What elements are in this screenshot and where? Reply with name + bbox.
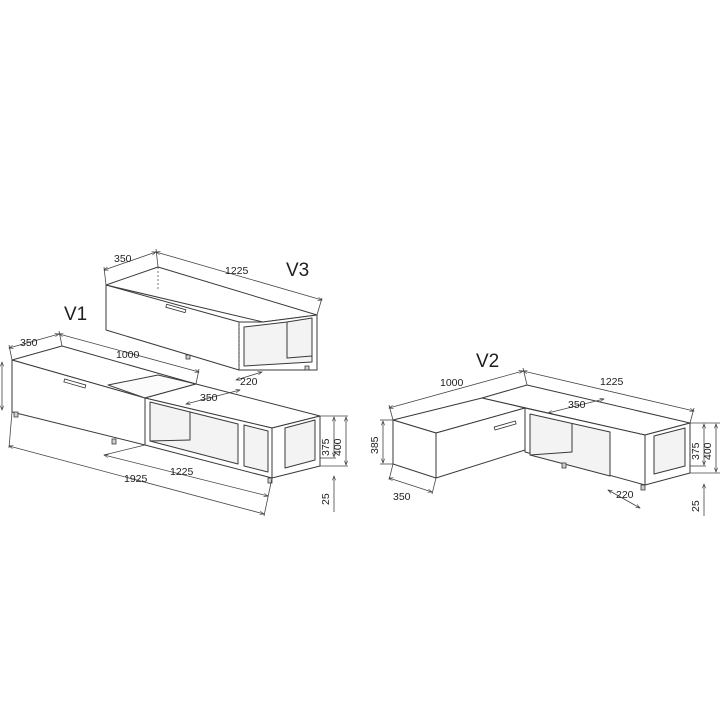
variant-v2-drawing: 1000 1225 350 385 350 220 375 400 25 V2 <box>369 351 720 516</box>
v2-leg-height-label: 25 <box>690 500 702 512</box>
v1-top-length-dimension <box>59 334 199 372</box>
v2-height-body-label: 375 <box>690 442 702 460</box>
v2-side-opening <box>653 427 686 475</box>
v1-inner-depth-dimension <box>186 390 240 404</box>
v1-side-opening <box>284 419 316 469</box>
v1-total-length-label: 1925 <box>124 473 148 485</box>
v1-door-handle <box>63 378 87 389</box>
v2-top-length-label: 1000 <box>440 377 464 389</box>
v3-leg <box>185 354 191 360</box>
v3-shelf-opening <box>243 317 313 367</box>
v1-leg <box>13 411 19 418</box>
v2-right-length-label: 1225 <box>600 376 624 388</box>
v2-leg <box>561 462 567 469</box>
v3-length-dimension <box>156 252 322 300</box>
v2-height-total-label: 400 <box>702 442 714 460</box>
v2-inner-depth-label: 350 <box>568 399 586 411</box>
v1-shelf-opening-right <box>243 424 269 473</box>
v1-leg <box>111 438 117 445</box>
v1-inner-depth-label: 350 <box>200 392 218 404</box>
variant-v3-drawing: 350 1225 220 V3 <box>104 248 322 388</box>
v2-door-handle <box>493 420 517 431</box>
v2-front-depth-dimension <box>389 478 432 492</box>
v1-lower-length-label: 1225 <box>170 466 194 478</box>
v3-shelf-depth-label: 220 <box>240 376 258 388</box>
v2-top-length-dimension <box>389 371 523 408</box>
v2-leg <box>640 484 646 491</box>
v2-shelf-opening <box>529 413 611 477</box>
v2-variant-label: V2 <box>476 351 499 372</box>
v1-top-length-label: 1000 <box>116 349 140 361</box>
v2-shelf-depth-dimension <box>608 490 640 508</box>
v2-shelf-depth-label: 220 <box>616 489 634 501</box>
v1-variant-label: V1 <box>64 304 87 325</box>
v3-shelf-depth-dimension <box>236 372 262 380</box>
v3-leg <box>304 365 310 371</box>
v1-leg-height-label: 25 <box>320 493 332 505</box>
v1-height-body-label: 375 <box>320 438 332 456</box>
v1-depth-label: 350 <box>20 337 38 349</box>
v3-door-handle <box>165 303 187 314</box>
v2-right-length-dimension <box>523 371 694 411</box>
v1-depth-dimension <box>9 334 59 348</box>
v3-length-label: 1225 <box>225 265 249 277</box>
v2-inner-depth-dimension <box>548 399 604 413</box>
v2-front-height-label: 385 <box>369 436 381 454</box>
v2-front-depth-label: 350 <box>393 491 411 503</box>
variant-v1-drawing: 350 1000 350 375 400 25 1225 1925 V1 <box>2 304 348 517</box>
v3-depth-dimension <box>104 252 156 270</box>
v1-height-total-label: 400 <box>332 438 344 456</box>
v1-total-length-dimension <box>9 446 264 514</box>
v3-depth-label: 350 <box>114 253 132 265</box>
v3-variant-label: V3 <box>286 260 309 281</box>
